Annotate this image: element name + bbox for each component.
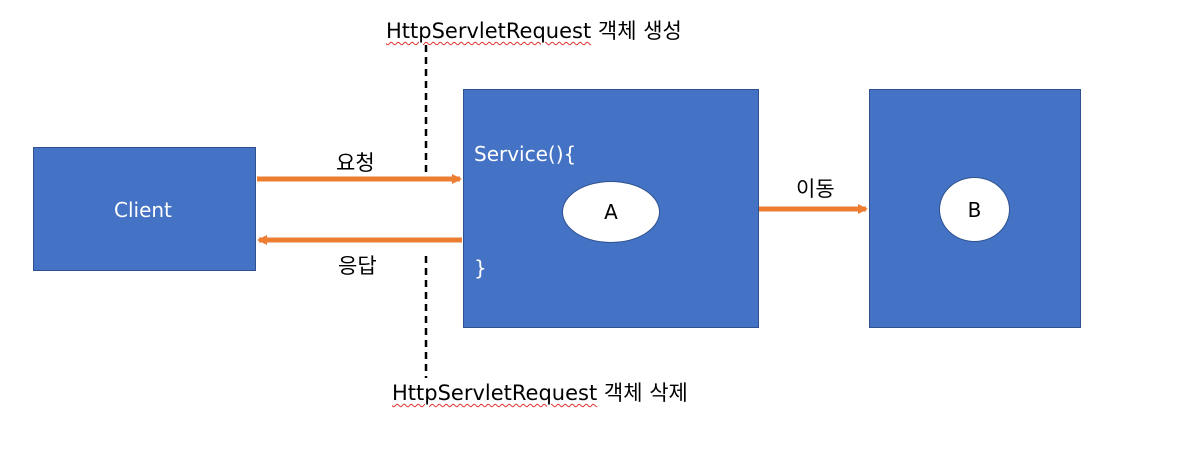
node-b-label: B	[967, 197, 982, 222]
client-label: Client	[114, 198, 172, 222]
service-open-label: Service(){	[474, 142, 577, 166]
caption-class-name: HttpServletRequest	[392, 381, 598, 405]
request-label: 요청	[336, 151, 375, 175]
caption-suffix: 객체 삭제	[597, 381, 688, 405]
node-a-label: A	[604, 200, 618, 224]
caption-request-deleted: HttpServletRequest 객체 삭제	[392, 377, 688, 407]
service-close-label: }	[474, 256, 487, 280]
client-box: Client	[33, 147, 256, 271]
caption-class-name: HttpServletRequest	[386, 19, 592, 43]
move-label: 이동	[796, 177, 835, 201]
caption-suffix: 객체 생성	[591, 19, 682, 43]
node-a: A	[562, 181, 660, 243]
node-b: B	[939, 177, 1010, 242]
caption-request-created: HttpServletRequest 객체 생성	[386, 15, 682, 45]
response-label: 응답	[338, 254, 377, 278]
